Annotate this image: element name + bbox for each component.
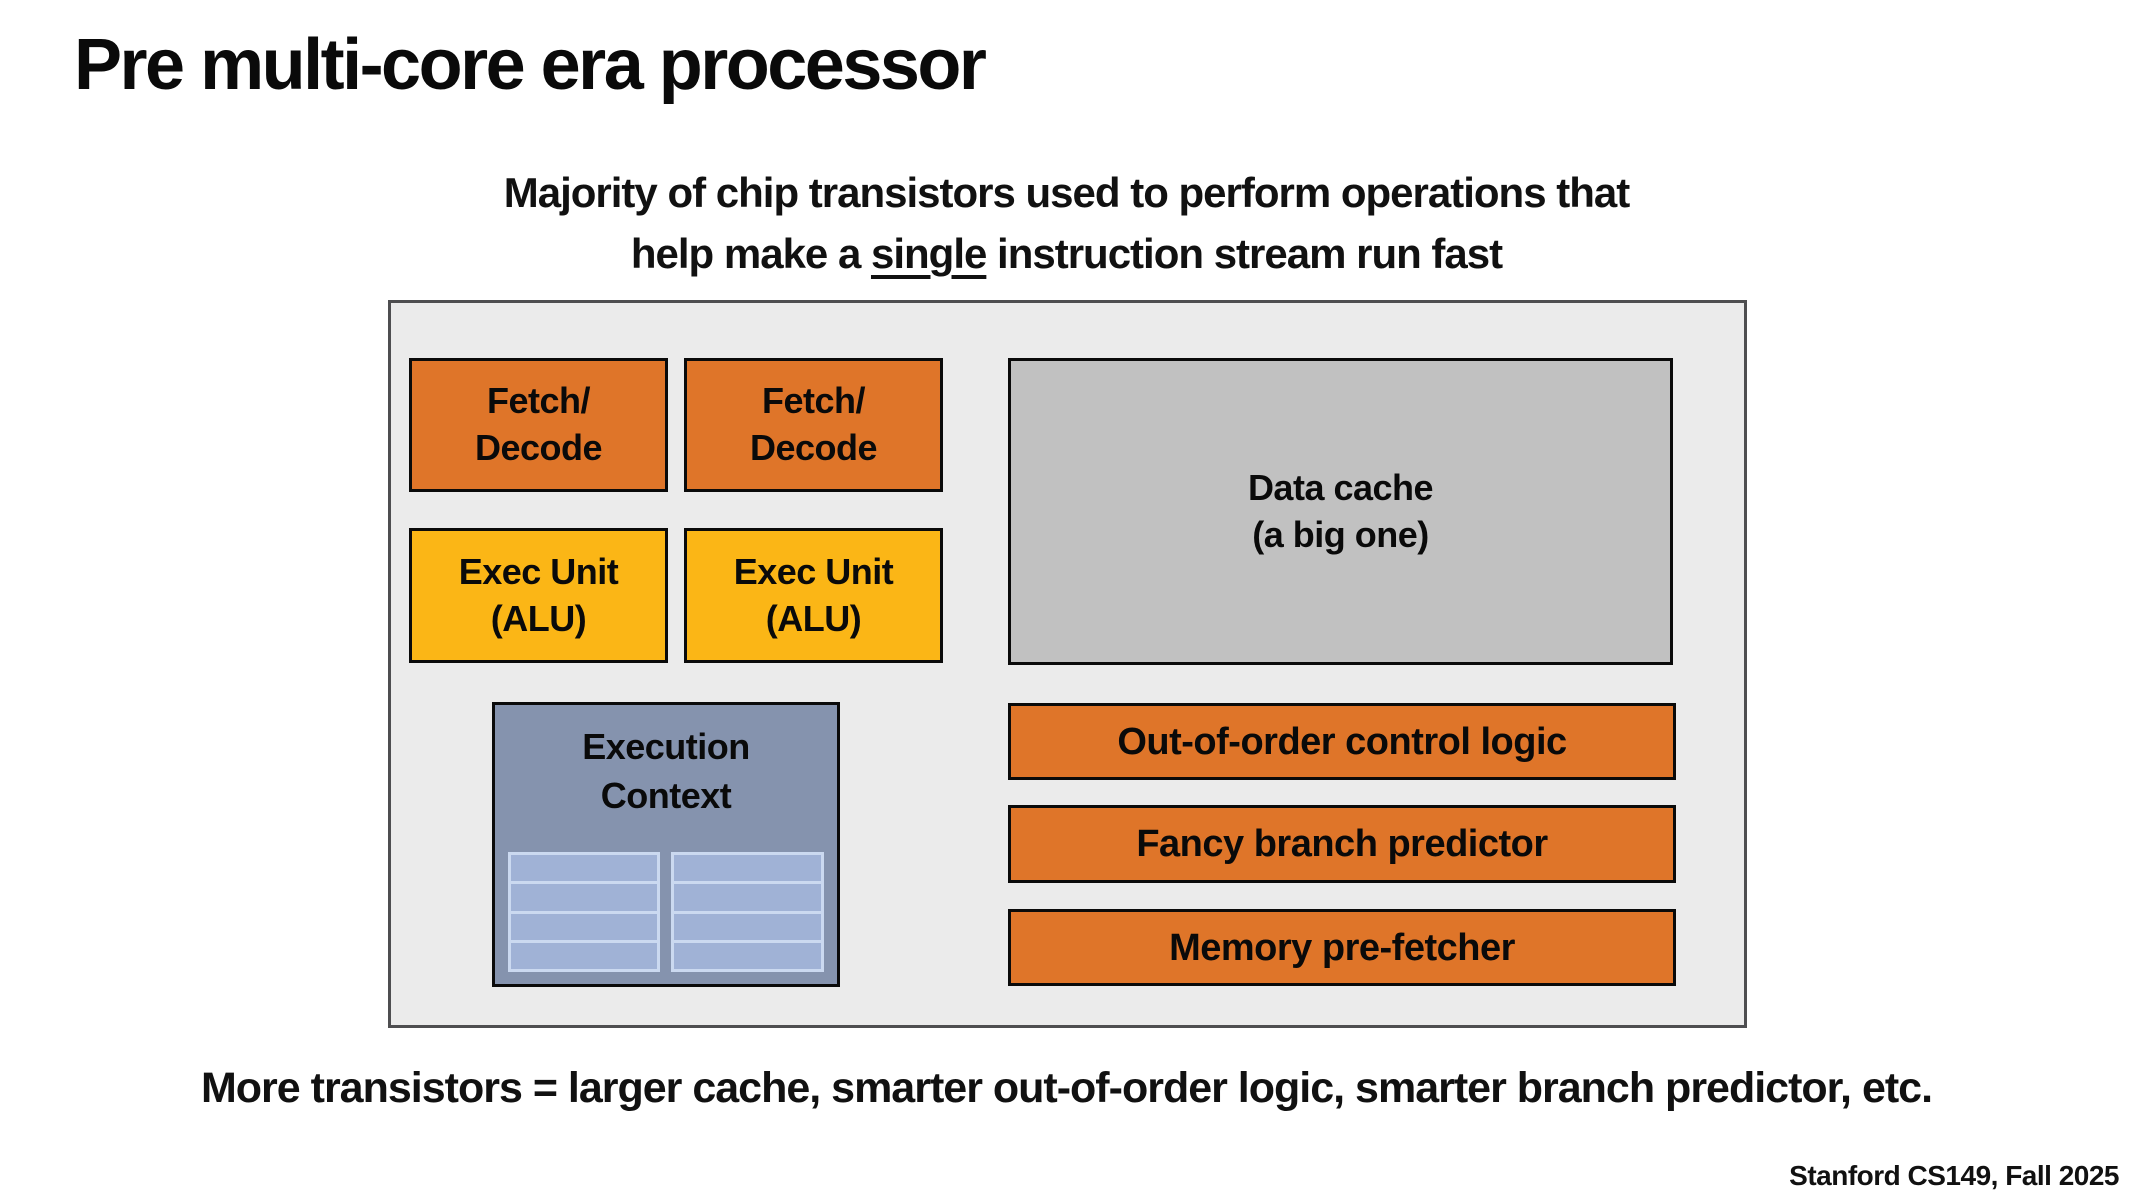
register-file-grid-right [671,852,824,972]
register-file-grid-left [508,852,660,972]
register-row [511,943,657,969]
subtitle-line-1: Majority of chip transistors used to per… [503,169,1630,216]
fetch-decode-unit-right: Fetch/ Decode [684,358,943,492]
register-row [511,884,657,914]
exec-unit-alu-right: Exec Unit (ALU) [684,528,943,663]
bottom-note: More transistors = larger cache, smarter… [200,1064,1933,1112]
exec-unit-alu-left: Exec Unit (ALU) [409,528,668,663]
register-row [674,943,821,969]
slide-subtitle: Majority of chip transistors used to per… [0,163,2133,285]
register-row [511,855,657,885]
subtitle-line-2-pre: help make a [630,229,871,277]
processor-chip-diagram: Fetch/ Decode Fetch/ Decode Exec Unit (A… [388,300,1747,1028]
execution-context-label: Execution Context [582,726,750,816]
memory-pre-fetcher-bar: Memory pre-fetcher [1008,909,1676,986]
subtitle-underlined-word: single [870,229,987,277]
register-row [674,914,821,943]
out-of-order-control-logic-bar: Out-of-order control logic [1008,703,1676,780]
register-row [511,914,657,943]
fetch-decode-unit-left: Fetch/ Decode [409,358,668,492]
register-row [674,855,821,885]
fancy-branch-predictor-bar: Fancy branch predictor [1008,805,1676,883]
course-footer: Stanford CS149, Fall 2025 [1789,1160,2119,1191]
register-row [674,884,821,914]
subtitle-line-2: help make a single instruction stream ru… [0,224,2133,285]
data-cache-box: Data cache (a big one) [1008,358,1673,665]
subtitle-line-2-post: instruction stream run fast [986,229,1503,277]
page-title: Pre multi-core era processor [74,25,987,105]
execution-context-box: Execution Context [492,702,840,987]
